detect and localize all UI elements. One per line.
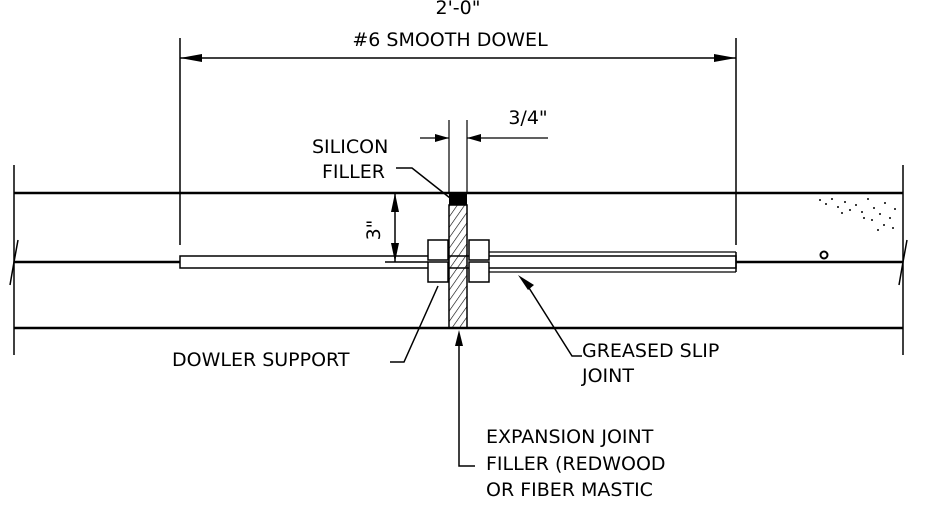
gap-dimension: 3/4" <box>420 107 548 193</box>
arrowhead-right <box>714 54 736 62</box>
overall-dimension-text: 2'-0" <box>436 0 481 19</box>
arrowhead-left <box>180 54 202 62</box>
concrete-stipple <box>819 198 896 231</box>
expansion-joint <box>448 193 468 329</box>
depth-dimension-text: 3" <box>363 220 385 241</box>
silicon-label-line2: FILLER <box>322 161 385 183</box>
silicon-label-line1: SILICON <box>312 136 388 158</box>
joint-filler <box>448 204 468 329</box>
reinforcement-bar <box>819 250 829 260</box>
dowel-label: #6 SMOOTH DOWEL <box>352 29 548 51</box>
gap-dimension-text: 3/4" <box>508 107 547 129</box>
arrowhead-expansion <box>455 330 463 346</box>
arrowhead-gap-left <box>435 134 449 142</box>
dowler-support-callout: DOWLER SUPPORT <box>172 285 439 371</box>
slip-label-line1: GREASED SLIP <box>582 340 719 362</box>
greased-slip-callout: GREASED SLIP JOINT <box>518 275 719 387</box>
arrowhead-depth-bottom <box>391 243 399 262</box>
silicon-filler <box>449 193 467 205</box>
depth-dimension: 3" <box>363 193 428 263</box>
silicon-filler-callout: SILICON FILLER <box>312 136 451 199</box>
arrowhead-gap-right <box>467 134 481 142</box>
arrowhead-depth-top <box>391 193 399 212</box>
break-line-left <box>9 239 19 286</box>
expansion-label-line3: OR FIBER MASTIC <box>486 479 653 501</box>
support-label: DOWLER SUPPORT <box>172 349 350 371</box>
break-line-right <box>898 239 908 286</box>
expansion-label-line1: EXPANSION JOINT <box>486 426 654 448</box>
overall-dimension: 2'-0" #6 SMOOTH DOWEL <box>179 0 737 245</box>
dowel-support <box>427 239 490 283</box>
expansion-filler-callout: EXPANSION JOINT FILLER (REDWOOD OR FIBER… <box>455 330 666 501</box>
expansion-label-line2: FILLER (REDWOOD <box>486 453 666 475</box>
slip-label-line2: JOINT <box>581 365 634 387</box>
